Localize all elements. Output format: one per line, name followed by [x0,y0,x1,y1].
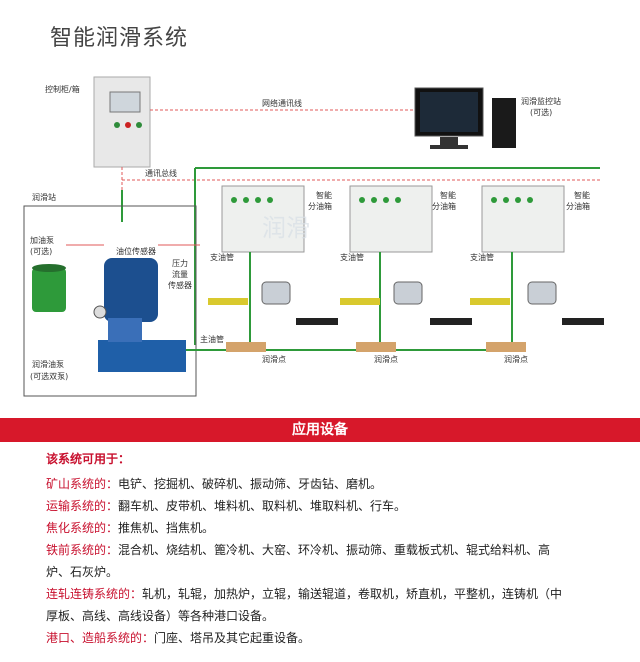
application-items: 电铲、挖掘机、破碎机、振动筛、牙齿钻、磨机。 [118,477,383,491]
application-items: 轧机，轧辊，加热炉，立辊，输送辊道，卷取机，矫直机，平整机，连铸机（中 [142,587,563,601]
applications-section: 该系统可用于： 矿山系统的：电铲、挖掘机、破碎机、振动筛、牙齿钻、磨机。 运输系… [46,450,616,649]
smart-box-2-label-a: 智能 [440,190,456,200]
lubrication-system-diagram: 控制柜/箱 网络通讯线 润滑监控站 (可选) 通讯总线 润滑站 加油泵 (可选)… [23,76,604,397]
branch-pipe-label-1: 支油管 [210,252,234,262]
control-cabinet-label: 控制柜/箱 [45,84,80,94]
pressure-sensor-label-1: 压力 [172,258,188,268]
application-line: 厚板、高线、高线设备）等各种港口设备。 [46,605,616,627]
application-line: 焦化系统的：推焦机、挡焦机。 [46,517,616,539]
smart-box-3-label-b: 分油箱 [566,201,590,211]
application-banner: 应用设备 [0,418,640,442]
banner-title: 应用设备 [292,422,348,438]
refuel-pump [32,264,66,312]
application-line: 矿山系统的：电铲、挖掘机、破碎机、振动筛、牙齿钻、磨机。 [46,473,616,495]
smart-box-2 [349,185,433,253]
lube-point-label-2: 润滑点 [374,354,398,364]
smart-box-3 [481,185,565,253]
lube-pump-optional-label: (可选双泵) [30,371,68,381]
smart-box-1-label-a: 智能 [316,190,332,200]
application-line: 运输系统的：翻车机、皮带机、堆料机、取料机、堆取料机、行车。 [46,495,616,517]
lube-point-label-3: 润滑点 [504,354,528,364]
refuel-pump-label: 加油泵 [30,235,54,245]
branch-pipe-label-2: 支油管 [340,252,364,262]
refuel-optional-label: (可选) [30,246,52,256]
network-label: 网络通讯线 [262,98,302,108]
smart-box-2-label-b: 分油箱 [432,201,456,211]
application-line: 铁前系统的：混合机、烧结机、篦冷机、大窑、环冷机、振动筛、重载板式机、辊式给料机… [46,539,616,561]
monitor-optional-label: (可选) [530,107,552,117]
application-line: 连轧连铸系统的：轧机，轧辊，加热炉，立辊，输送辊道，卷取机，矫直机，平整机，连铸… [46,583,616,605]
lube-station-label: 润滑站 [32,192,56,202]
application-items: 厚板、高线、高线设备）等各种港口设备。 [46,609,275,623]
application-line: 港口、造船系统的：门座、塔吊及其它起重设备。 [46,627,616,649]
applications-heading: 该系统可用于： [46,452,131,466]
pressure-sensor-label-3: 传感器 [168,280,192,290]
lube-pump [93,258,186,372]
smart-box-1-label-b: 分油箱 [308,201,332,211]
application-items: 混合机、烧结机、篦冷机、大窑、环冷机、振动筛、重载板式机、辊式给料机、高 [118,543,551,557]
lube-point-label-1: 润滑点 [262,354,286,364]
monitor-station-label: 润滑监控站 [521,96,561,106]
pressure-sensor-label-2: 流量 [172,269,188,279]
application-category: 焦化系统的： [46,521,119,535]
branch-pipe-label-3: 支油管 [470,252,494,262]
application-line: 炉、石灰炉。 [46,561,616,583]
level-sensor-label: 油位传感器 [116,246,156,256]
application-items: 炉、石灰炉。 [46,565,119,579]
application-items: 门座、塔吊及其它起重设备。 [154,631,311,645]
monitor-station [414,87,516,149]
branch-group-1 [208,252,338,352]
control-cabinet [93,76,151,168]
application-category: 运输系统的： [46,499,119,513]
main-pipe-label: 主油管 [200,334,224,344]
smart-box-3-label-a: 智能 [574,190,590,200]
application-items: 推焦机、挡焦机。 [118,521,215,535]
application-items: 翻车机、皮带机、堆料机、取料机、堆取料机、行车。 [118,499,407,513]
application-category: 铁前系统的： [46,543,119,557]
watermark: 润滑 [262,214,310,242]
application-category: 连轧连铸系统的： [46,587,143,601]
branch-group-2 [340,252,472,352]
lube-pump-label: 润滑油泵 [32,359,64,369]
branch-group-3 [470,252,604,352]
application-category: 矿山系统的： [46,477,119,491]
page-title: 智能润滑系统 [50,26,189,51]
smart-box-1 [221,185,305,253]
application-category: 港口、造船系统的： [46,631,155,645]
comm-bus-label: 通讯总线 [145,168,177,178]
